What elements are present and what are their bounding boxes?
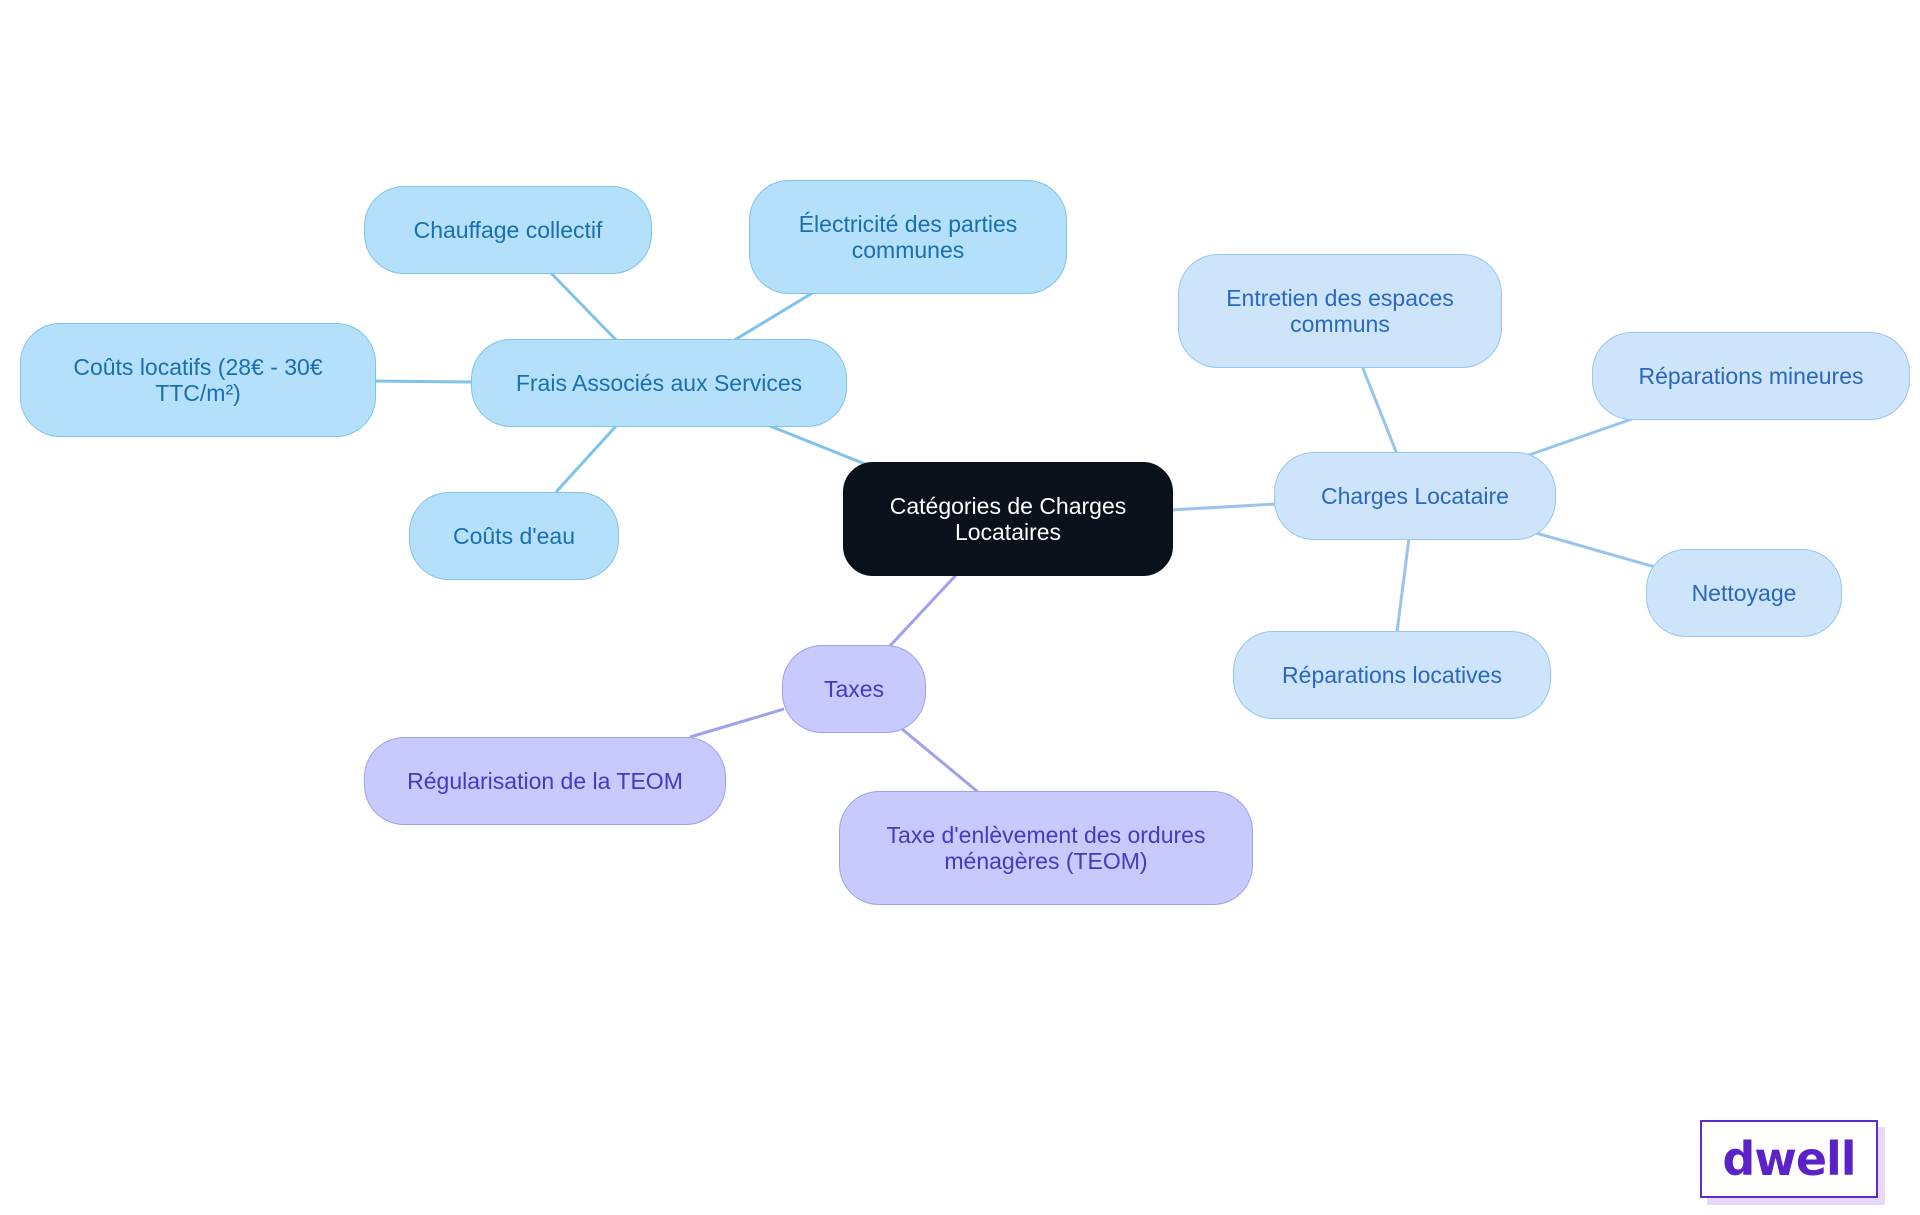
- leaf-node-chauffage[interactable]: Chauffage collectif: [364, 186, 652, 274]
- leaf-node-entretien[interactable]: Entretien des espaces communs: [1178, 254, 1502, 368]
- edge-services-couts-eau: [554, 423, 619, 494]
- leaf-label-electricite-line-2: communes: [851, 237, 965, 263]
- branch-label-taxes: Taxes: [823, 676, 885, 702]
- edge-charges-entretien: [1360, 365, 1399, 455]
- leaf-label-entretien-line-2: communs: [1290, 311, 1390, 337]
- leaf-label-teom-line-2: ménagères (TEOM): [944, 848, 1148, 874]
- leaf-node-reparations-locatives[interactable]: Réparations locatives: [1233, 631, 1551, 719]
- edge-taxes-teom: [901, 727, 979, 794]
- leaf-label-entretien-line-1: Entretien des espaces: [1226, 285, 1454, 311]
- root-node[interactable]: Catégories de Charges Locataires: [843, 462, 1173, 576]
- leaf-label-regularisation: Régularisation de la TEOM: [407, 768, 683, 794]
- leaf-label-couts-eau: Coûts d'eau: [452, 523, 576, 549]
- leaf-label-couts-locatifs-line-2: TTC/m²): [155, 380, 241, 406]
- leaf-node-electricite[interactable]: Électricité des parties communes: [749, 180, 1067, 294]
- leaf-label-nettoyage: Nettoyage: [1691, 580, 1797, 606]
- leaf-node-teom[interactable]: Taxe d'enlèvement des ordures ménagères …: [839, 791, 1253, 905]
- leaf-label-couts-locatifs-line-1: Coûts locatifs (28€ - 30€: [73, 354, 323, 380]
- branch-node-taxes[interactable]: Taxes: [782, 645, 926, 733]
- edge-services-chauffage: [548, 270, 619, 343]
- leaf-label-electricite-line-1: Électricité des parties: [798, 211, 1018, 237]
- leaf-label-teom-line-1: Taxe d'enlèvement des ordures: [886, 822, 1206, 848]
- root-label-line-1: Catégories de Charges: [889, 493, 1127, 519]
- root-label-line-2: Locataires: [954, 519, 1062, 545]
- leaf-node-couts-locatifs[interactable]: Coûts locatifs (28€ - 30€ TTC/m²): [20, 323, 376, 437]
- edge-root-services: [769, 424, 871, 468]
- leaf-node-nettoyage[interactable]: Nettoyage: [1646, 549, 1842, 637]
- edge-root-charges: [1169, 502, 1277, 512]
- edge-services-couts-locatifs: [373, 379, 473, 384]
- branch-label-charges: Charges Locataire: [1321, 483, 1509, 509]
- dwell-logo: dwell: [1700, 1120, 1878, 1198]
- leaf-label-reparations-mineures: Réparations mineures: [1638, 363, 1864, 389]
- branch-label-services: Frais Associés aux Services: [515, 370, 803, 396]
- edge-charges-reparations-locatives: [1395, 537, 1411, 633]
- branch-node-charges[interactable]: Charges Locataire: [1274, 452, 1556, 540]
- edge-charges-nettoyage: [1535, 531, 1656, 569]
- edge-root-taxes: [886, 572, 959, 650]
- leaf-label-reparations-locatives: Réparations locatives: [1282, 662, 1502, 688]
- logo-text: dwell: [1722, 1132, 1856, 1186]
- leaf-node-couts-eau[interactable]: Coûts d'eau: [409, 492, 619, 580]
- leaf-node-reparations-mineures[interactable]: Réparations mineures: [1592, 332, 1910, 420]
- edge-taxes-regularisation: [689, 707, 785, 739]
- leaf-label-chauffage: Chauffage collectif: [413, 217, 603, 243]
- edge-services-electricite: [732, 290, 815, 343]
- edge-charges-reparations-mineures: [1525, 417, 1633, 458]
- leaf-node-regularisation[interactable]: Régularisation de la TEOM: [364, 737, 726, 825]
- branch-node-services[interactable]: Frais Associés aux Services: [471, 339, 847, 427]
